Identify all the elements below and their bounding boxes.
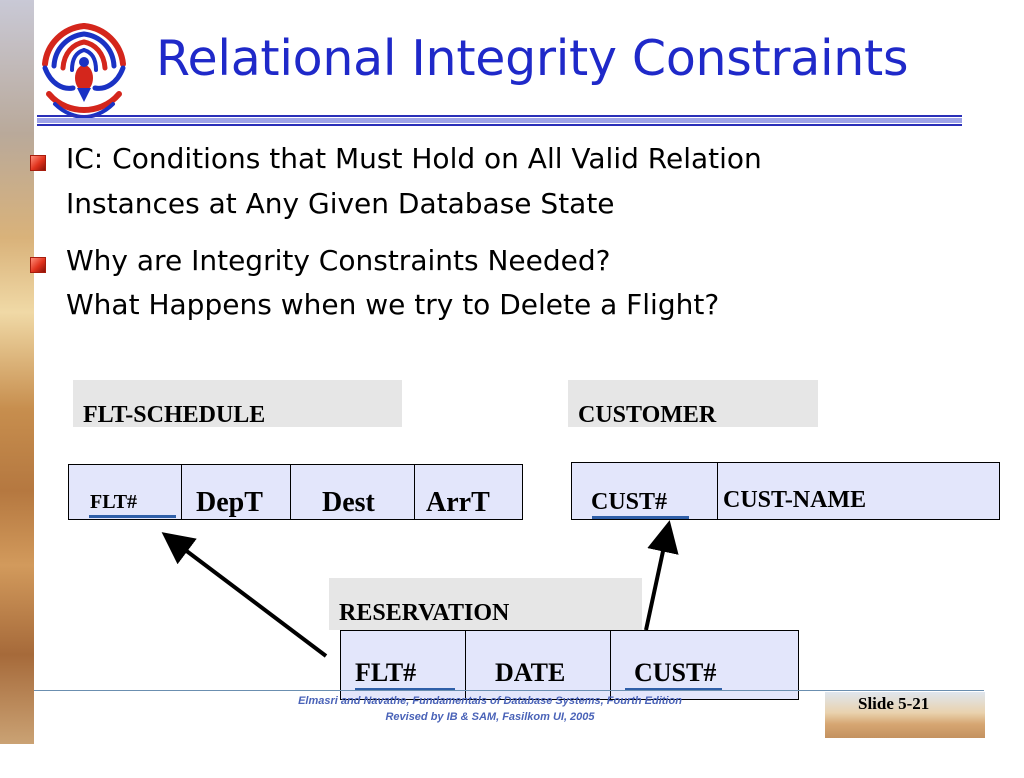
university-logo-icon bbox=[42, 23, 126, 120]
reservation-table: FLT# DATE CUST# bbox=[340, 630, 799, 700]
flt-schedule-label: FLT-SCHEDULE bbox=[73, 380, 402, 428]
bullet-2-line-2: What Happens when we try to Delete a Fli… bbox=[66, 288, 720, 321]
primary-key-underline bbox=[89, 515, 176, 518]
slide-number: Slide 5-21 bbox=[858, 694, 930, 713]
arrow-reservation-to-customer bbox=[644, 520, 679, 631]
reservation-label: RESERVATION bbox=[329, 578, 642, 630]
flt-schedule-table: FLT# DepT Dest ArrT bbox=[68, 464, 523, 520]
bullet-1-line-1: IC: Conditions that Must Hold on All Val… bbox=[66, 142, 762, 175]
bullet-2-line-1: Why are Integrity Constraints Needed? bbox=[66, 244, 611, 277]
customer-column-cust: CUST# bbox=[591, 489, 668, 515]
footer-rule bbox=[34, 690, 984, 691]
bullet-icon bbox=[30, 257, 46, 273]
flt-schedule-column-dest: Dest bbox=[322, 487, 375, 518]
foreign-key-underline bbox=[625, 688, 722, 691]
primary-key-underline bbox=[592, 516, 689, 519]
flt-schedule-column-arrt: ArrT bbox=[426, 487, 490, 518]
bullet-icon bbox=[30, 155, 46, 171]
arrow-reservation-to-flt-schedule bbox=[161, 532, 328, 658]
customer-column-cust-name: CUST-NAME bbox=[723, 487, 867, 513]
reservation-column-flt: FLT# bbox=[355, 658, 417, 687]
flt-schedule-column-dept: DepT bbox=[196, 487, 263, 518]
flt-schedule-column-flt: FLT# bbox=[90, 491, 138, 513]
customer-table: CUST# CUST-NAME bbox=[571, 462, 1000, 520]
footer-citation: Elmasri and Navathe, Fundamentals of Dat… bbox=[298, 695, 682, 707]
customer-label: CUSTOMER bbox=[568, 380, 818, 428]
foreign-key-underline bbox=[355, 688, 455, 691]
reservation-column-cust: CUST# bbox=[634, 658, 717, 687]
bullet-1-line-2: Instances at Any Given Database State bbox=[66, 187, 615, 220]
slide-title: Relational Integrity Constraints bbox=[156, 30, 909, 87]
title-underline bbox=[37, 115, 962, 127]
footer-revision: Revised by IB & SAM, Fasilkom UI, 2005 bbox=[385, 711, 595, 723]
slide-number-box bbox=[825, 692, 985, 738]
reservation-column-date: DATE bbox=[495, 658, 566, 687]
decorative-left-strip bbox=[0, 0, 34, 744]
